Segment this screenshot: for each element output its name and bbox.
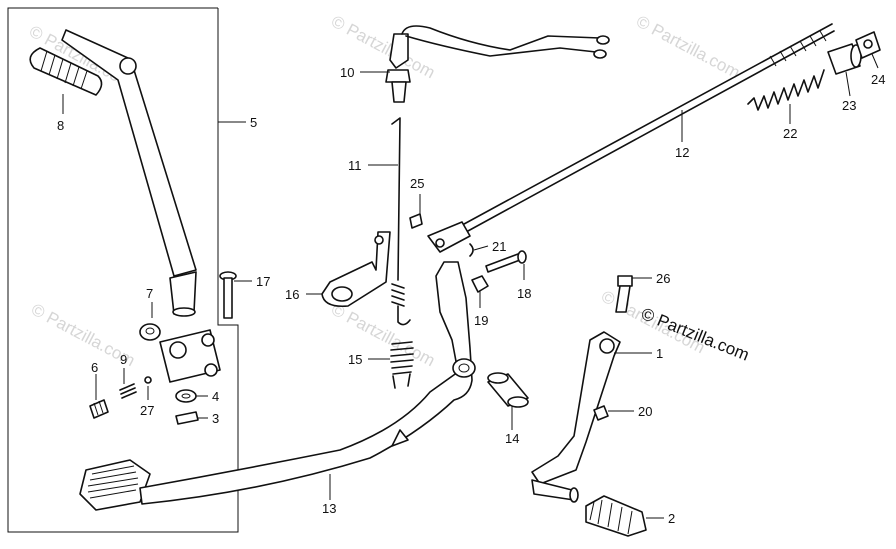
callout-4: 4 <box>212 389 219 404</box>
callout-19: 19 <box>474 313 488 328</box>
callout-7: 7 <box>146 286 153 301</box>
adjust-nut <box>855 31 881 59</box>
callout-24: 24 <box>871 72 885 87</box>
callout-9: 9 <box>120 352 127 367</box>
pivot-collar <box>487 372 529 408</box>
callout-14: 14 <box>505 431 519 446</box>
callout-21: 21 <box>492 239 506 254</box>
brake-pedal <box>79 261 476 511</box>
callout-20: 20 <box>638 404 652 419</box>
bolt-26 <box>615 275 633 313</box>
clevis-parts <box>409 213 474 257</box>
brake-bracket <box>321 231 391 308</box>
callout-13: 13 <box>322 501 336 516</box>
callout-3: 3 <box>212 411 219 426</box>
kick-starter-arm <box>61 29 197 317</box>
callout-26: 26 <box>656 271 670 286</box>
kick-pivot-parts <box>89 323 221 425</box>
bolt-18 <box>485 250 527 273</box>
nut-19 <box>471 275 489 293</box>
neutral-switch <box>385 25 610 103</box>
callout-22: 22 <box>783 126 797 141</box>
kick-rubber <box>29 47 103 96</box>
callout-18: 18 <box>517 286 531 301</box>
callout-25: 25 <box>410 176 424 191</box>
callout-10: 10 <box>340 65 354 80</box>
callout-1: 1 <box>656 346 663 361</box>
watermark: © Partzilla.com <box>633 12 743 83</box>
rod-spring <box>747 69 825 111</box>
change-pedal-arm <box>531 331 621 503</box>
callout-11: 11 <box>348 158 362 173</box>
rod-joint <box>827 43 862 75</box>
leader-lines <box>62 53 879 519</box>
brake-rod <box>427 23 835 253</box>
callout-17: 17 <box>256 274 270 289</box>
callout-27: 27 <box>140 403 154 418</box>
callout-23: 23 <box>842 98 856 113</box>
callout-16: 16 <box>285 287 299 302</box>
kickstart-assembly-bracket <box>7 7 239 533</box>
switch-rod <box>391 117 411 326</box>
bolt-17 <box>219 271 237 319</box>
callout-2: 2 <box>668 511 675 526</box>
callout-12: 12 <box>675 145 689 160</box>
callout-5: 5 <box>250 115 257 130</box>
return-spring <box>390 341 414 389</box>
change-pedal-rubber <box>585 495 647 537</box>
callout-15: 15 <box>348 352 362 367</box>
callout-6: 6 <box>91 360 98 375</box>
watermark: © Partzilla.com <box>328 300 438 371</box>
callout-labels: 8 5 7 17 6 9 27 4 3 10 11 25 16 15 21 18… <box>57 65 885 526</box>
callout-8: 8 <box>57 118 64 133</box>
nut-20 <box>593 405 609 421</box>
